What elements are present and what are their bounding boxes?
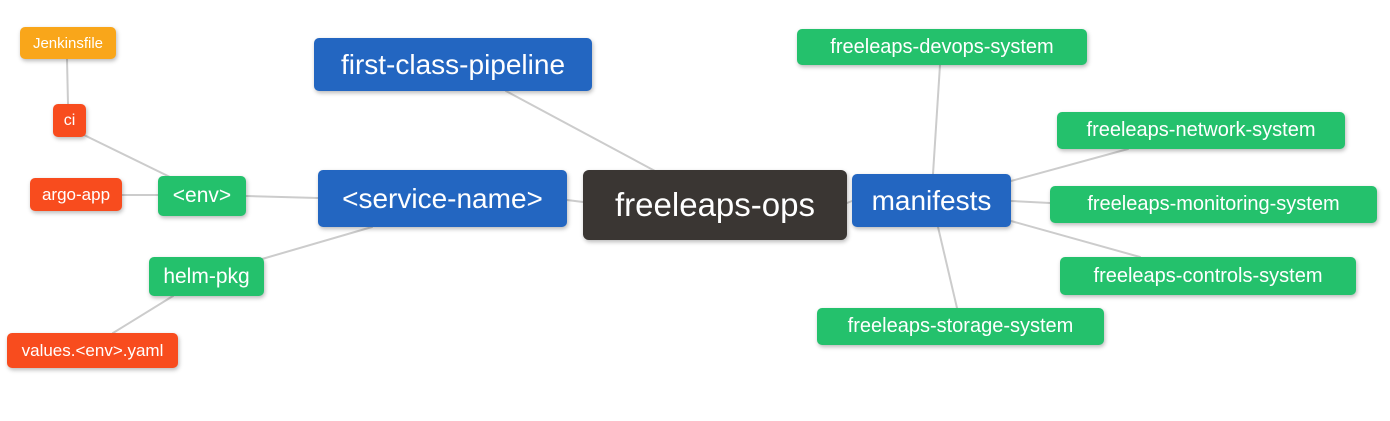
edge-ops-manifests (846, 200, 853, 204)
node-freeleaps-ops-root[interactable]: freeleaps-ops (583, 170, 847, 240)
node-devops-system[interactable]: freeleaps-devops-system (797, 29, 1087, 65)
node-first-class-pipeline[interactable]: first-class-pipeline (314, 38, 592, 91)
node-controls-system[interactable]: freeleaps-controls-system (1060, 257, 1356, 295)
node-ci[interactable]: ci (53, 104, 86, 137)
edge-helm-pkg-values (112, 295, 174, 334)
node-manifests[interactable]: manifests (852, 174, 1011, 227)
edge-manifests-monitoring (1010, 200, 1051, 204)
edge-manifests-controls (1010, 220, 1141, 258)
node-network-system[interactable]: freeleaps-network-system (1057, 112, 1345, 149)
edge-manifests-storage (937, 226, 958, 309)
node-jenkinsfile[interactable]: Jenkinsfile (20, 27, 116, 59)
node-argo-app[interactable]: argo-app (30, 178, 122, 211)
node-env[interactable]: <env> (158, 176, 246, 216)
edge-env-service-name (245, 195, 319, 199)
edge-service-name-ops (566, 199, 584, 203)
edge-ci-env (83, 134, 173, 179)
edge-jenkinsfile-ci (66, 58, 69, 105)
node-helm-pkg[interactable]: helm-pkg (149, 257, 264, 296)
edge-manifests-network (1010, 148, 1129, 182)
edge-service-name-helm-pkg (261, 226, 373, 260)
edge-pipeline-freeleaps-ops (505, 90, 656, 172)
edge-manifests-devops (932, 64, 941, 175)
node-monitoring-system[interactable]: freeleaps-monitoring-system (1050, 186, 1377, 223)
node-service-name[interactable]: <service-name> (318, 170, 567, 227)
node-storage-system[interactable]: freeleaps-storage-system (817, 308, 1104, 345)
node-values-env-yaml[interactable]: values.<env>.yaml (7, 333, 178, 368)
